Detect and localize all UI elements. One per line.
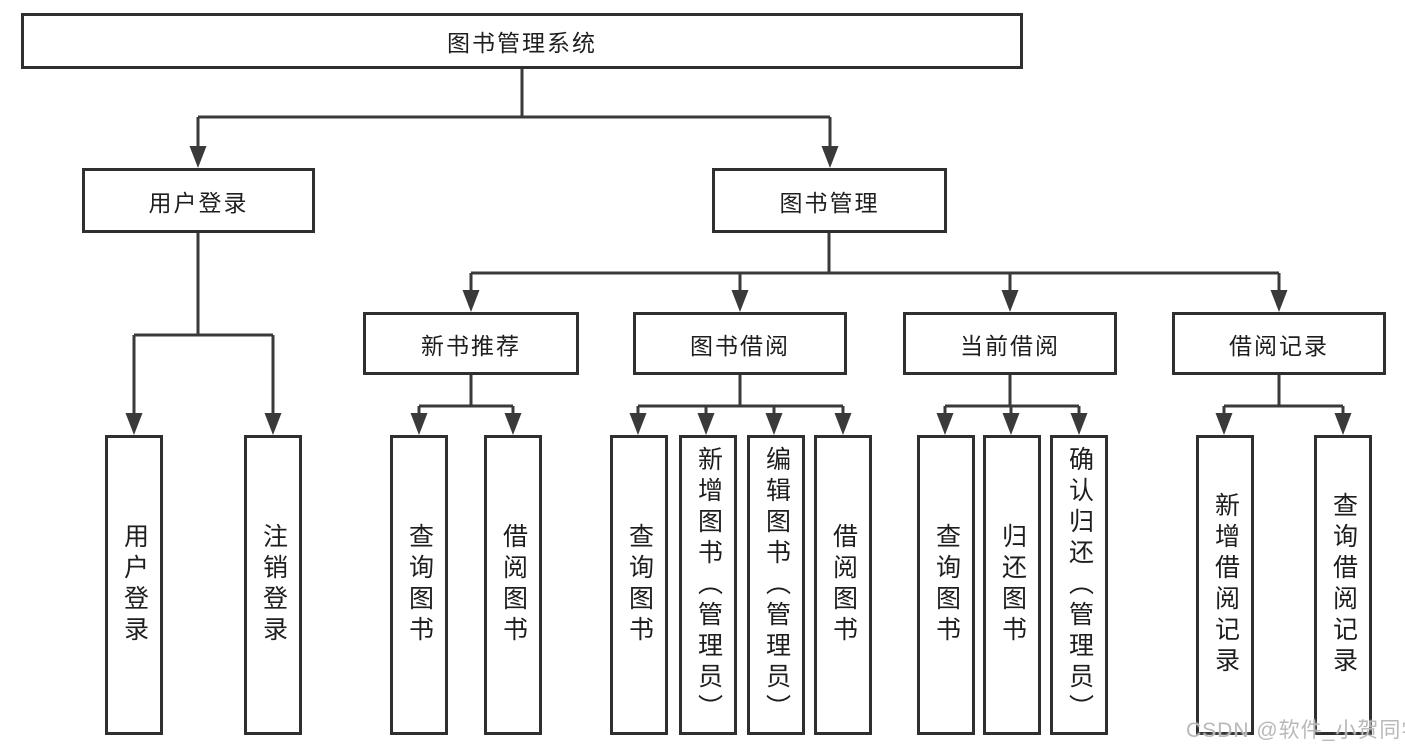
connector-current-borrow-to-leaves [936,375,1088,435]
node-leaf-confirm-return-admin: 确认归还（管理员） [1050,435,1108,735]
node-book-management: 图书管理 [712,168,947,233]
connector-book-borrow-to-leaves [629,375,852,435]
node-book-borrow: 图书借阅 [633,312,847,375]
node-leaf-edit-books-admin: 编辑图书（管理员） [747,435,805,735]
node-leaf-logout: 注销登录 [244,435,302,735]
node-leaf-return-books: 归还图书 [983,435,1041,735]
node-leaf-borrow-books: 借阅图书 [814,435,872,735]
connector-borrow-records-to-leaves [1215,375,1352,435]
node-user-login-branch: 用户登录 [82,168,315,233]
node-current-borrow: 当前借阅 [903,312,1117,375]
node-new-book-recommend: 新书推荐 [363,312,579,375]
connector-new-book-recommend-to-leaves [410,375,522,435]
node-leaf-query-books-current: 查询图书 [917,435,975,735]
node-leaf-query-books-recommend: 查询图书 [390,435,448,735]
connector-root-to-level2 [189,69,839,168]
connector-user-login-to-leaves [125,233,282,435]
connector-book-management-to-level3 [462,233,1288,312]
node-leaf-query-books-borrow: 查询图书 [610,435,668,735]
node-borrow-records: 借阅记录 [1172,312,1386,375]
node-root-library-system: 图书管理系统 [21,13,1023,69]
node-leaf-borrow-books-recommend: 借阅图书 [484,435,542,735]
node-leaf-add-borrow-record: 新增借阅记录 [1196,435,1254,735]
csdn-watermark: CSDN @软件_小贺同学 [1186,719,1405,742]
node-leaf-add-books-admin: 新增图书（管理员） [679,435,737,735]
node-leaf-query-borrow-record: 查询借阅记录 [1314,435,1372,735]
node-leaf-user-login: 用户登录 [105,435,163,735]
